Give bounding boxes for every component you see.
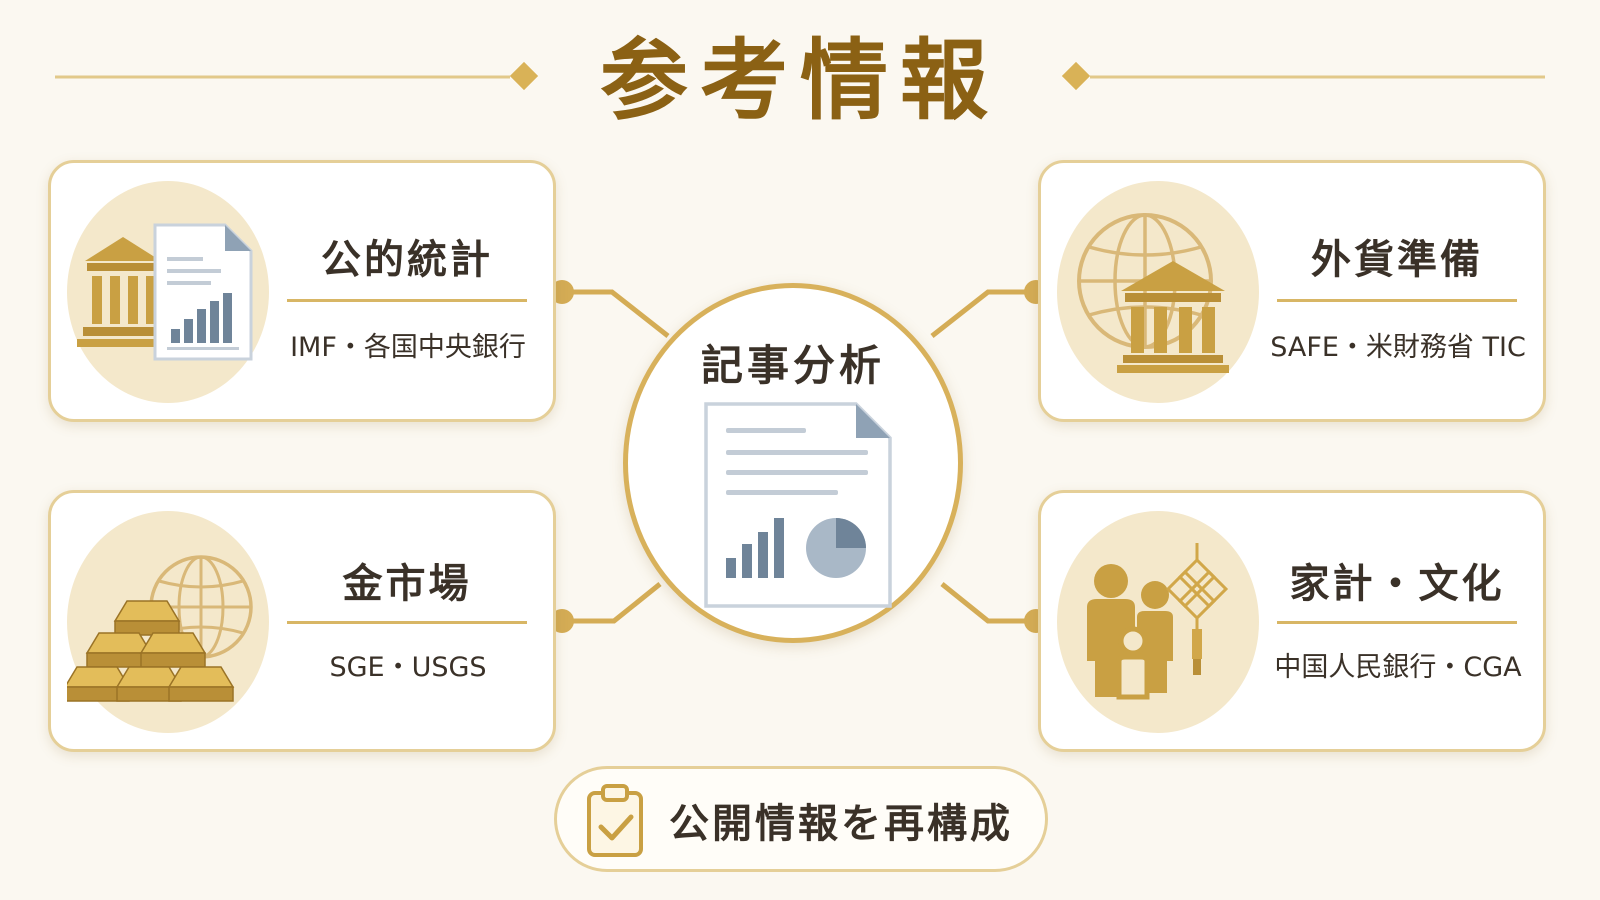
card-title: 家計・文化 [1289,561,1505,607]
card-divider [1277,299,1517,302]
card-fx-reserves: 外貨準備 SAFE・米財務省 TIC [1038,160,1546,422]
connector-bottom-right [940,582,1036,624]
card-title: 公的統計 [321,237,493,283]
clipboard-check-icon [587,784,643,857]
title-diamond-right [1061,61,1091,91]
card-household-culture: 家計・文化 中国人民銀行・CGA [1038,490,1546,752]
globe-bank-icon [1077,213,1229,373]
card-title: 金市場 [342,561,472,607]
card-official-stats: 公的統計 IMF・各国中央銀行 [48,160,556,422]
gold-bars-globe-icon [67,555,253,702]
card-subtitle: SGE・USGS [329,652,487,683]
footer-label: 公開情報を再構成 [669,801,1013,847]
card-subtitle: 中国人民銀行・CGA [1274,652,1522,683]
family-knot-icon [1087,543,1229,700]
center-title: 記事分析 [700,341,885,390]
card-subtitle: IMF・各国中央銀行 [290,332,526,363]
card-subtitle: SAFE・米財務省 TIC [1270,332,1526,363]
card-gold-market: 金市場 SGE・USGS [48,490,556,752]
fx-reserves-icon-bg [1057,181,1259,403]
household-culture-icon-bg [1057,511,1259,733]
document-analysis-icon [704,402,892,608]
connector-dot-top-left [550,280,574,304]
connector-top-left [562,289,670,338]
connector-dot-bottom-left [550,609,574,633]
card-divider [287,299,527,302]
bank-document-chart-icon [77,223,253,361]
gold-market-icon-bg [67,511,269,733]
page-title: 参考情報 [599,29,1000,132]
card-divider [1277,621,1517,624]
connector-top-right [930,289,1036,338]
footer-summary: 公開情報を再構成 [554,766,1048,872]
connector-bottom-left [562,582,662,624]
center-hub: 記事分析 [623,283,963,643]
card-divider [287,621,527,624]
card-title: 外貨準備 [1311,237,1483,283]
official-stats-icon-bg [67,181,269,403]
title-diamond-left [509,61,539,91]
